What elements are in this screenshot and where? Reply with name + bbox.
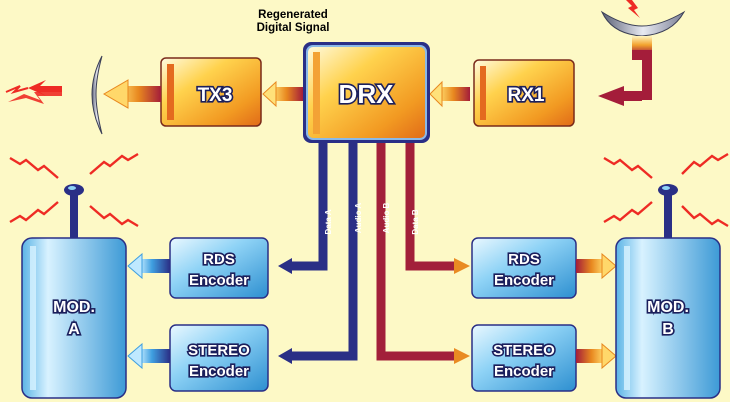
audio-b-line (376, 143, 456, 361)
mast-antenna-b-icon (658, 184, 678, 238)
mod-b-block: MOD. B (615, 237, 721, 399)
audio-a-label: Audio A (354, 203, 363, 234)
rds-encoder-left: RDS Encoder (169, 237, 269, 299)
drx-block: DRX (303, 42, 430, 143)
audio-b-arrowhead (454, 348, 470, 364)
data-b-label: Data B (411, 209, 420, 235)
receive-dish-icon (600, 0, 686, 100)
transmit-dish-icon (91, 55, 103, 135)
rds-encoder-right: RDS Encoder (471, 237, 577, 299)
rx1-label: RX1 (508, 85, 545, 106)
tx-to-dish-line (120, 86, 161, 102)
audio-a-line (290, 143, 358, 361)
radiation-arrow-icon (5, 80, 62, 104)
mod-b-line1: MOD. (647, 299, 689, 316)
rx-to-drx-arrow (440, 87, 470, 101)
stereo-encoder-left: STEREO Encoder (169, 324, 269, 392)
caption-line-1: Regenerated (258, 9, 328, 21)
audio-b-label: Audio B (382, 202, 391, 233)
rds-right-line1: RDS (508, 251, 540, 268)
mod-a-block: MOD. A (21, 237, 127, 399)
drx-to-tx-arrow (273, 87, 303, 101)
stereo-left-line1: STEREO (188, 342, 250, 359)
stereo-encoder-right: STEREO Encoder (471, 324, 577, 392)
mast-antenna-icon (64, 184, 84, 238)
audio-a-arrowhead (278, 348, 292, 364)
rds-to-mod-b-arrow (576, 259, 604, 273)
stereo-right-line2: Encoder (494, 363, 554, 380)
feed-arrowhead (598, 86, 624, 106)
tx3-block: TX3 (160, 57, 262, 127)
caption-line-2: Digital Signal (257, 22, 330, 34)
stereo-right-line1: STEREO (493, 342, 555, 359)
rds-right-line2: Encoder (494, 272, 554, 289)
tx3-label: TX3 (198, 85, 233, 106)
mod-b-radiation-icon (603, 152, 729, 228)
data-b-arrowhead (454, 258, 470, 274)
stereo-to-mod-a-arrow (140, 349, 170, 363)
stereo-to-mod-b-arrow (576, 349, 604, 363)
data-a-label: Data A (324, 209, 333, 234)
rds-left-line2: Encoder (189, 272, 249, 289)
mod-b-line2: B (662, 321, 674, 338)
mod-a-radiation-icon (9, 152, 139, 228)
rds-left-line1: RDS (203, 251, 235, 268)
data-a-line (290, 143, 328, 271)
rds-to-mod-a-arrow (140, 259, 170, 273)
stereo-left-line2: Encoder (189, 363, 249, 380)
rx1-block: RX1 (473, 59, 575, 127)
mod-a-line1: MOD. (53, 299, 95, 316)
data-b-line (405, 143, 456, 271)
mod-a-line2: A (68, 321, 80, 338)
data-a-arrowhead (278, 258, 292, 274)
drx-label: DRX (339, 79, 395, 109)
